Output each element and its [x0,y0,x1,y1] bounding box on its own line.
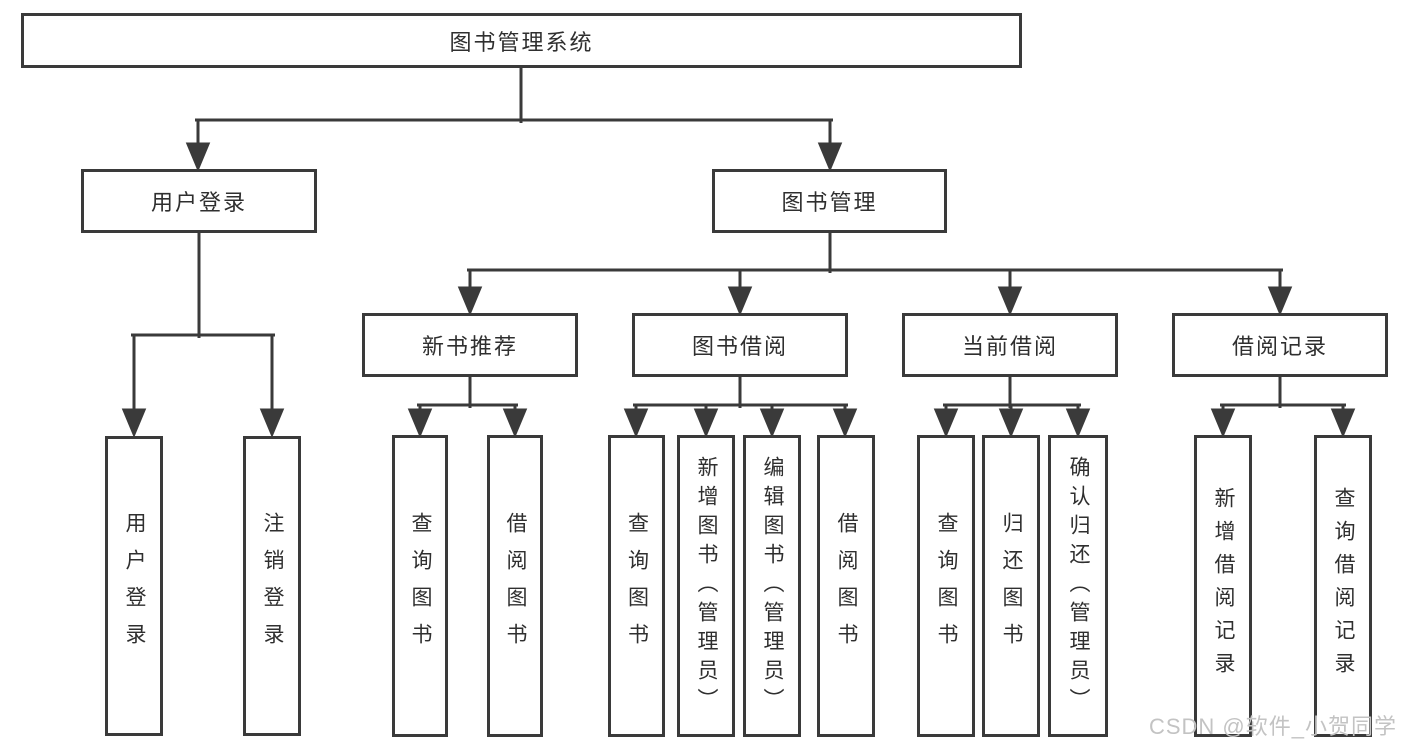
node-user-login: 用户登录 [81,169,317,233]
node-label: 借阅记录 [1231,334,1328,359]
leaf-borrowing-query-books: 查询图书 [608,435,665,737]
csdn-watermark: CSDN @软件_小贺同学 [1148,714,1397,739]
leaf-borrowing-borrow-books: 借阅图书 [817,435,875,737]
node-label: 用户登录 [123,512,146,660]
node-label: 归还图书 [1000,512,1023,660]
leaf-borrowing-edit-books-admin: 编辑图书（管理员） [743,435,801,737]
node-label: 新增图书（管理员） [695,455,718,717]
node-new-book-recommend: 新书推荐 [362,313,578,377]
node-label: 编辑图书（管理员） [761,455,784,717]
node-label: 新增借阅记录 [1212,487,1235,685]
leaf-borrowing-add-books-admin: 新增图书（管理员） [677,435,735,737]
leaf-records-add-borrow-record: 新增借阅记录 [1194,435,1252,737]
leaf-current-return-books: 归还图书 [982,435,1040,737]
leaf-current-confirm-return-admin: 确认归还（管理员） [1048,435,1108,737]
node-label: 注销登录 [261,512,284,660]
node-label: 用户登录 [150,190,247,215]
node-label: 查询图书 [625,512,649,660]
leaf-recommend-query-books: 查询图书 [392,435,448,737]
leaf-user-login: 用户登录 [105,436,163,736]
node-borrowing-records: 借阅记录 [1172,313,1388,377]
node-label: 借阅图书 [835,512,858,660]
node-label: 查询图书 [409,512,432,660]
node-label: 图书管理系统 [449,29,594,55]
node-book-management: 图书管理 [712,169,947,233]
leaf-logout: 注销登录 [243,436,301,736]
node-label: 借阅图书 [504,512,527,660]
node-current-borrowing: 当前借阅 [902,313,1118,377]
node-label: 查询图书 [935,512,958,660]
node-root-library-management-system: 图书管理系统 [21,13,1022,68]
node-label: 新书推荐 [421,334,518,359]
node-label: 图书管理 [781,190,878,215]
node-label: 确认归还（管理员） [1067,455,1090,717]
leaf-recommend-borrow-books: 借阅图书 [487,435,543,737]
leaf-records-query-borrow-record: 查询借阅记录 [1314,435,1372,737]
node-book-borrowing: 图书借阅 [632,313,848,377]
node-label: 图书借阅 [691,334,788,359]
node-label: 当前借阅 [961,334,1058,359]
leaf-current-query-books: 查询图书 [917,435,975,737]
node-label: 查询借阅记录 [1332,487,1355,685]
